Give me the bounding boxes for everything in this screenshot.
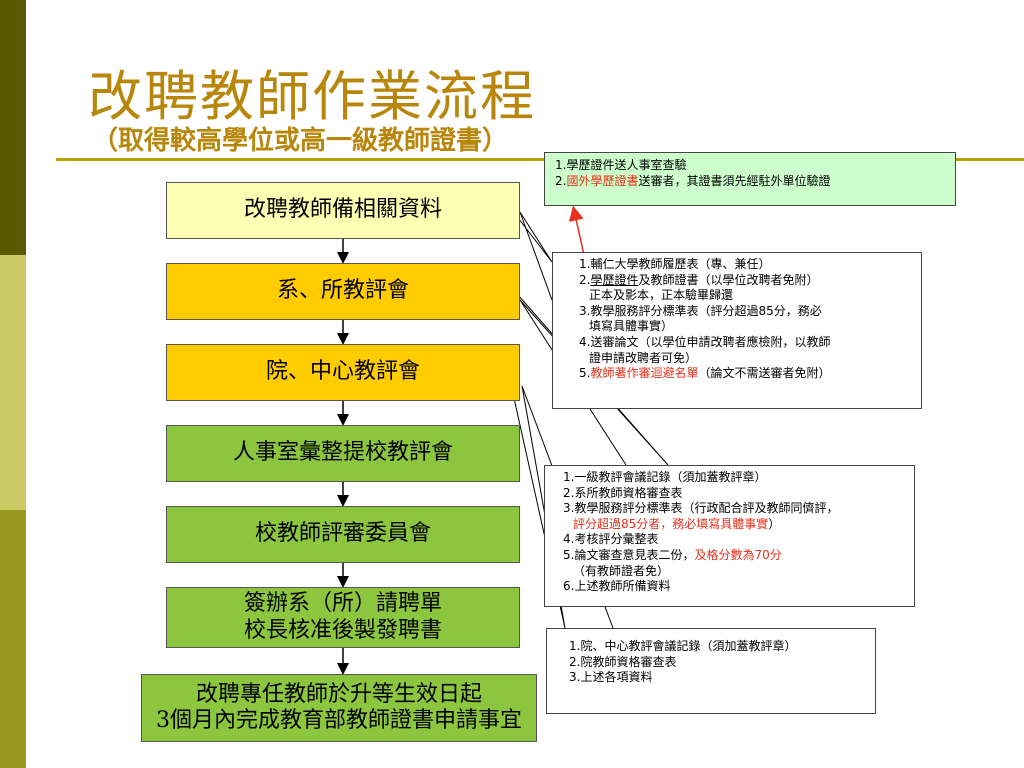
note-required-documents: 1.輔仁大學教師履歷表（專、兼任） 2.學歷證件及教師證書（以學位改聘者免附） … — [552, 252, 922, 409]
step-prepare-documents: 改聘教師備相關資料 — [166, 182, 520, 239]
title-rule — [56, 158, 1024, 161]
decor-stripe-light — [0, 255, 26, 510]
red-pointer-arrow — [568, 205, 585, 256]
note-college-documents: 1.院、中心教評會議記錄（須加蓋教評章） 2.院教師資格審查表 3.上述各項資料 — [546, 628, 876, 714]
step-university-committee: 校教師評審委員會 — [166, 506, 520, 563]
step-apply-certificate: 改聘專任教師於升等生效日起 3個月內完成教育部教師證書申請事宜 — [141, 674, 537, 742]
page-title: 改聘教師作業流程 — [88, 65, 536, 128]
callout-pointer-1 — [511, 209, 553, 301]
step-college-review: 院、中心教評會 — [166, 344, 520, 401]
step-department-review: 系、所教評會 — [166, 263, 520, 320]
note-department-documents: 1.一級教評會議記錄（須加蓋教評章） 2.系所教師資格審查表 3.教學服務評分標… — [544, 465, 915, 607]
decor-stripe-mid — [0, 510, 26, 768]
note-document-verification: 1.學歷證件送人事室查驗 2.國外學歷證書送審者，其證書須先經駐外單位驗證 — [544, 152, 956, 206]
step-issue-appointment: 簽辦系（所）請聘單 校長核准後製發聘書 — [166, 587, 520, 648]
step-personnel-compile: 人事室彙整提校教評會 — [166, 425, 520, 482]
decor-stripe-dark — [0, 0, 26, 255]
page-subtitle: （取得較高學位或高一級教師證書） — [92, 126, 509, 156]
